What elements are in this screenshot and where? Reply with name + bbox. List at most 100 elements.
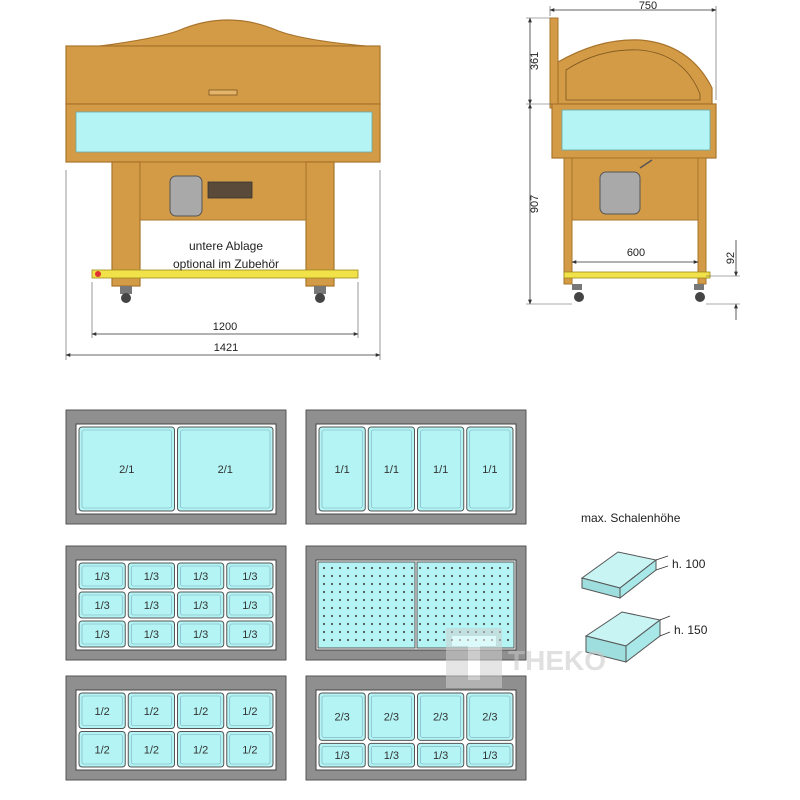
gn-pan-inner (130, 594, 172, 616)
perforation-hole (466, 590, 470, 594)
perforation-hole (450, 598, 454, 602)
perforation-hole (466, 622, 470, 626)
gn-pan-inner (229, 594, 271, 616)
gn-pan: 1/2 (226, 692, 274, 729)
perforation-hole (482, 622, 486, 626)
perforation-hole (378, 622, 382, 626)
gn-pan-label: 1/3 (193, 629, 208, 641)
gn-pan-inner (420, 429, 462, 509)
side-wheel-front (572, 284, 584, 302)
gn-pan-shape (417, 426, 465, 512)
side-back-upright (549, 17, 559, 109)
gn-pan-label: 1/1 (433, 464, 448, 476)
perforation-hole (402, 566, 406, 570)
perforation-hole (474, 566, 478, 570)
perforation-hole (442, 622, 446, 626)
perforation-hole (362, 622, 366, 626)
perforation-hole (450, 582, 454, 586)
perforation-hole (458, 622, 462, 626)
perforation-hole (458, 590, 462, 594)
dim-shelf-height: 92 (725, 252, 737, 264)
gn-pan: 2/3 (318, 692, 366, 741)
perforation-hole (434, 606, 438, 610)
perforation-hole (362, 566, 366, 570)
gn-pan: 1/3 (226, 562, 274, 590)
perforation-hole (346, 630, 350, 634)
gn-pan: 1/3 (127, 562, 175, 590)
gn-pan: 1/3 (127, 591, 175, 619)
perforation-hole (346, 574, 350, 578)
perforation-hole (370, 606, 374, 610)
gn-pan: 1/2 (177, 731, 225, 768)
gn-pan-label: 1/3 (94, 571, 109, 583)
perforation-hole (506, 622, 510, 626)
gn-pan: 1/3 (226, 620, 274, 648)
gn-pan-inner (420, 746, 462, 765)
front-dome (99, 19, 367, 47)
perforation-hole (482, 614, 486, 618)
perforation-hole (442, 566, 446, 570)
pan-height-option-1: h. 100 (672, 557, 706, 571)
gn-pan-inner (370, 695, 412, 738)
perforation-hole (354, 638, 358, 642)
perforation-hole (458, 566, 462, 570)
gn-pan-shape (127, 731, 175, 768)
perforation-hole (410, 598, 414, 602)
gn-pan-shape (417, 692, 465, 741)
perforation-hole (354, 566, 358, 570)
gn-pan-shape (78, 692, 126, 729)
perforation-hole (386, 614, 390, 618)
perforation-hole (330, 590, 334, 594)
perforation-hole (346, 566, 350, 570)
perforation-hole (410, 614, 414, 618)
gn-pan-shape (318, 692, 366, 741)
gn-pan-label: 1/2 (94, 744, 109, 756)
gn-pan-label: 1/3 (144, 571, 159, 583)
perforation-hole (498, 566, 502, 570)
gn-pan-inner (130, 695, 172, 726)
gn-pan-inner (180, 594, 222, 616)
gn-pan-inner (420, 695, 462, 738)
side-wheel-back (694, 284, 705, 302)
perforation-hole (450, 566, 454, 570)
perforation-hole (410, 622, 414, 626)
gn-pan-inner (130, 565, 172, 587)
perforation-hole (370, 598, 374, 602)
perforation-hole (426, 606, 430, 610)
perforation-hole (346, 622, 350, 626)
side-lower-shelf (563, 271, 711, 279)
perforation-hole (338, 622, 342, 626)
gn-pan-inner (321, 746, 363, 765)
perforation-hole (506, 638, 510, 642)
gn-pan-inner (180, 429, 271, 509)
gn-pan-label: 2/1 (119, 464, 134, 476)
gn-pan-inner (180, 623, 222, 645)
pan-height-option-2: h. 150 (674, 623, 708, 637)
perforation-hole (434, 622, 438, 626)
gn-pan-inner (81, 594, 123, 616)
gn-pan-shape (226, 692, 274, 729)
perforation-hole (322, 606, 326, 610)
perforation-hole (402, 638, 406, 642)
gn-pan: 1/3 (417, 742, 465, 768)
gn-pan: 2/3 (367, 692, 415, 741)
perforation-hole (418, 598, 422, 602)
side-dome-glass (565, 49, 701, 101)
perforation-hole (362, 582, 366, 586)
gn-pan-label: 1/2 (144, 744, 159, 756)
gn-pan-label: 1/2 (242, 744, 257, 756)
perforation-hole (362, 630, 366, 634)
perforation-hole (386, 630, 390, 634)
front-right-leg (305, 161, 335, 287)
perforation-hole (330, 622, 334, 626)
gn-pan: 2/3 (417, 692, 465, 741)
perforation-hole (498, 622, 502, 626)
gn-pan-label: 1/2 (144, 706, 159, 718)
perforation-hole (354, 582, 358, 586)
perforation-hole (322, 582, 326, 586)
front-wheel-left (120, 286, 132, 303)
perforation-hole (458, 614, 462, 618)
perforation-hole (370, 638, 374, 642)
perforation-hole (498, 598, 502, 602)
